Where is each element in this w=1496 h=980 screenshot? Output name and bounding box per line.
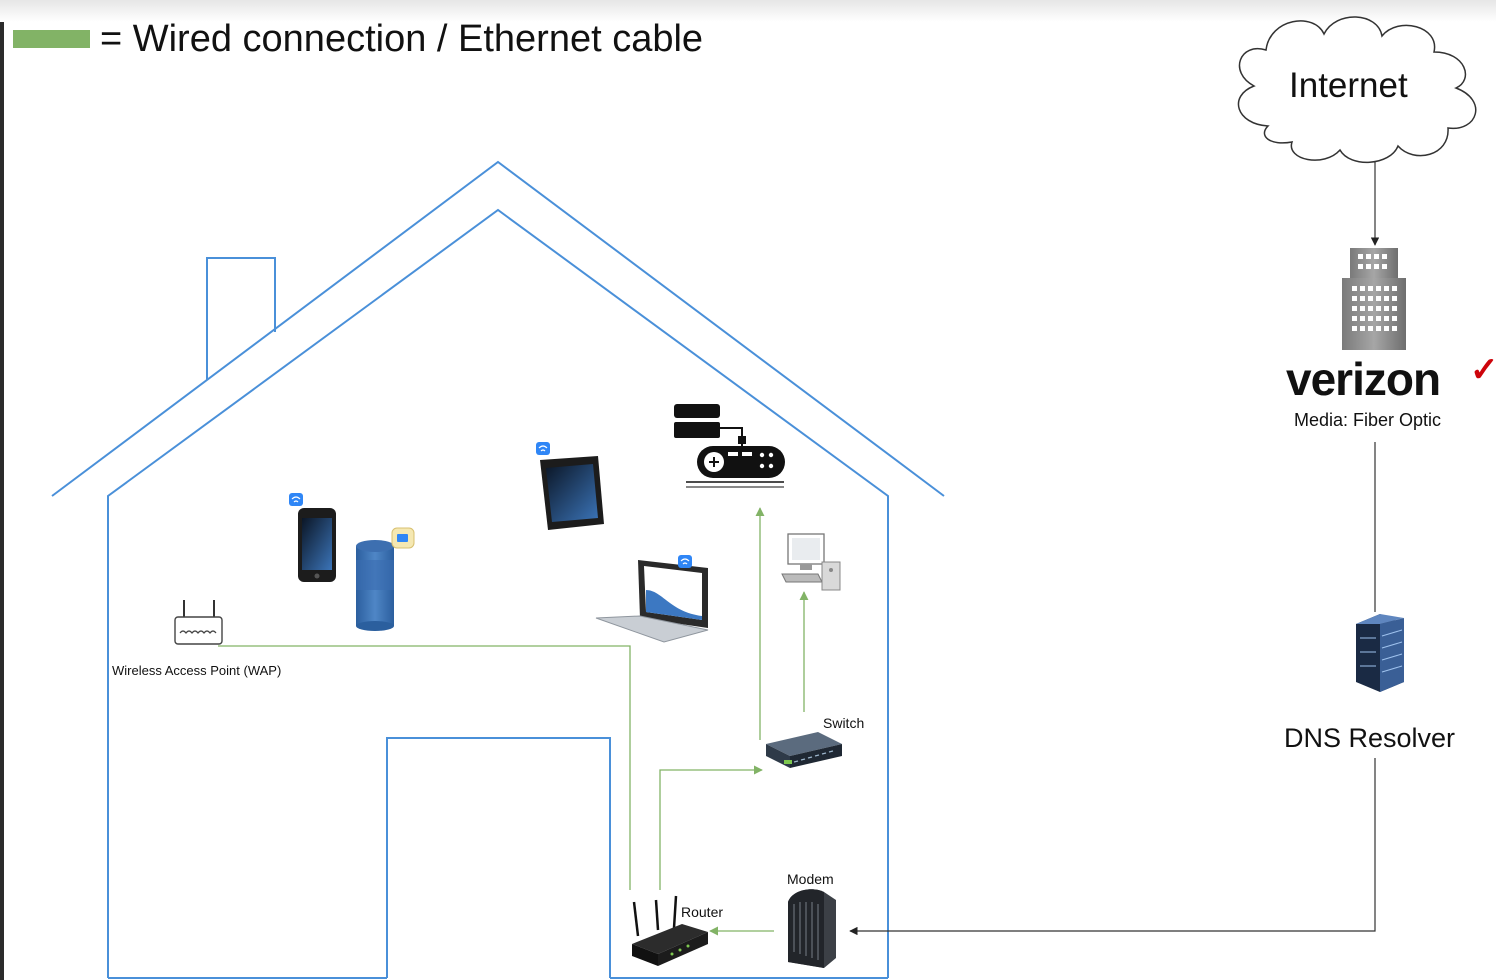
window-edge — [0, 0, 4, 980]
router-icon — [632, 895, 708, 966]
smartphone-icon — [298, 508, 336, 582]
wireless-access-point-icon — [174, 600, 223, 645]
roof-outer — [51, 160, 945, 497]
wifi-badge-icon — [536, 442, 550, 455]
game-console-icon — [674, 404, 785, 488]
modem-label: Modem — [787, 871, 834, 887]
link-wap-router — [218, 645, 631, 890]
internet-label: Internet — [1289, 66, 1408, 105]
house-wall — [107, 208, 889, 978]
smart-speaker-icon — [356, 540, 394, 631]
router-label: Router — [681, 904, 724, 920]
wan-links — [849, 162, 1380, 936]
laptop-icon — [595, 560, 709, 643]
link-router-switch — [659, 765, 763, 890]
building-icon — [1342, 248, 1406, 350]
link-dns-modem — [849, 758, 1376, 936]
wifi-badge-icon — [678, 555, 692, 568]
wap-label: Wireless Access Point (WAP) — [112, 663, 282, 678]
house-door — [386, 737, 611, 978]
modem-icon — [788, 889, 836, 968]
dns-resolver-label: DNS Resolver — [1284, 723, 1456, 753]
house-outline — [51, 160, 945, 979]
legend-wired-swatch — [13, 30, 90, 48]
cloud-icon — [1237, 16, 1477, 163]
isp-logo-wordmark: verizon — [1286, 353, 1441, 405]
isp-media-label: Media: Fiber Optic — [1294, 410, 1442, 430]
desktop-pc-icon — [781, 533, 841, 591]
chimney — [206, 257, 276, 380]
wired-links — [218, 507, 809, 936]
isp-checkmark: ✓ — [1470, 351, 1496, 389]
legend-text: = Wired connection / Ethernet cable — [100, 18, 704, 60]
top-shade — [0, 0, 1496, 22]
ethernet-badge-icon — [391, 527, 415, 549]
tablet-icon — [540, 456, 604, 530]
wifi-badge-icon — [289, 493, 303, 506]
switch-label: Switch — [823, 715, 865, 731]
server-rack-icon — [1356, 614, 1404, 692]
network-switch-icon — [766, 732, 842, 768]
